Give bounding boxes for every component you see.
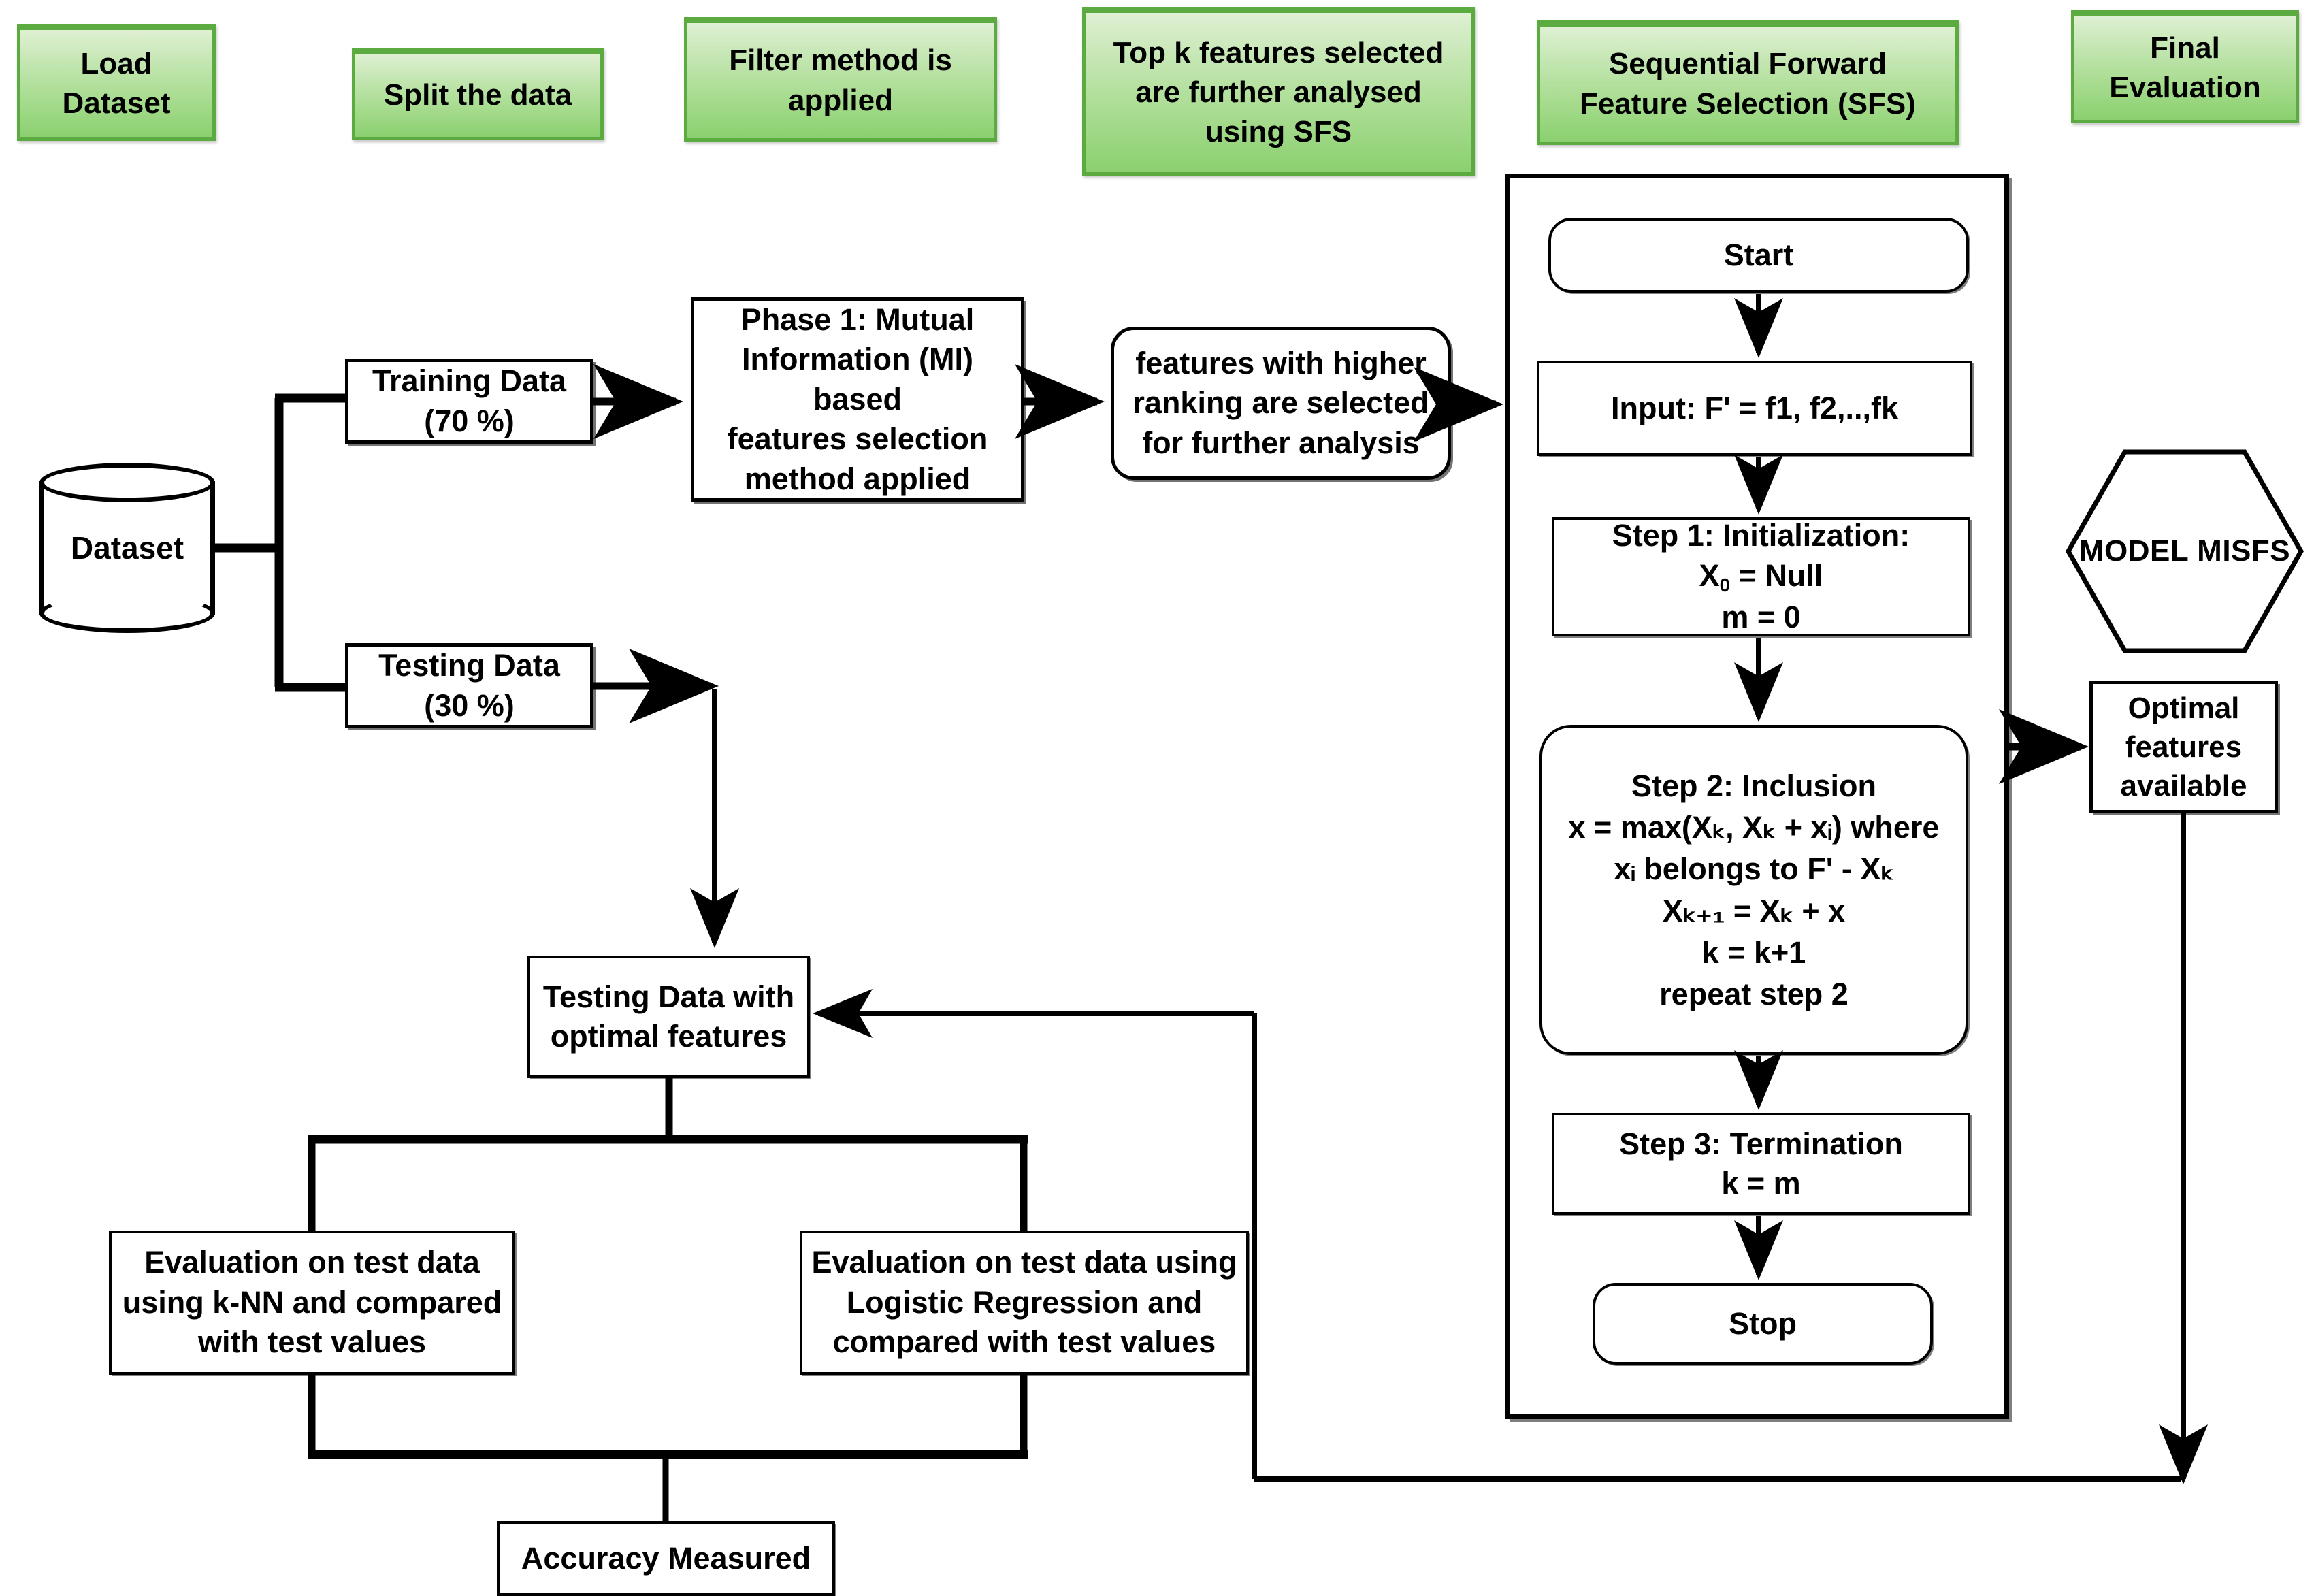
- sfs-step2-eq3: Xₖ₊₁ = Xₖ + x: [1662, 893, 1846, 928]
- sfs-step1-box: Step 1: Initialization: X0 = Null m = 0: [1552, 517, 1970, 636]
- model-misfs-hexagon: MODEL MISFS: [2066, 449, 2304, 653]
- sfs-step2-eq1: x = max(Xₖ, Xₖ + xᵢ) where: [1568, 810, 1940, 845]
- dataset-cylinder: Dataset: [39, 463, 215, 633]
- sfs-step2-box: Step 2: Inclusion x = max(Xₖ, Xₖ + xᵢ) w…: [1539, 725, 1968, 1055]
- sfs-input-label: Input: F' = f1, f2,..,fk: [1611, 390, 1898, 425]
- sfs-step2-eq4: k = k+1: [1701, 934, 1806, 970]
- testing-data-box: Testing Data(30 %): [345, 643, 593, 728]
- sfs-start-label: Start: [1723, 237, 1794, 272]
- cylinder-bottom-cap: [39, 593, 215, 633]
- training-data-label: Training Data(70 %): [372, 363, 567, 438]
- sfs-step1-line1: Step 1: Initialization:: [1612, 518, 1910, 553]
- sfs-step3-line1: Step 3: Termination: [1619, 1126, 1903, 1161]
- sfs-step1-line2: X0 = Null: [1699, 557, 1823, 596]
- sfs-step2-eq5: repeat step 2: [1659, 976, 1848, 1011]
- stage-chip-split-the-data: Split the data: [352, 48, 604, 140]
- accuracy-measured-label: Accuracy Measured: [521, 1540, 811, 1576]
- sfs-step1-line3: m = 0: [1721, 600, 1801, 635]
- cylinder-body: [39, 481, 215, 615]
- sfs-stop-label: Stop: [1729, 1305, 1797, 1341]
- accuracy-measured-box: Accuracy Measured: [497, 1521, 835, 1596]
- dataset-label: Dataset: [70, 530, 184, 566]
- sfs-stop-box: Stop: [1593, 1283, 1933, 1365]
- training-data-box: Training Data(70 %): [345, 359, 593, 444]
- sfs-input-box: Input: F' = f1, f2,..,fk: [1537, 361, 1972, 456]
- model-misfs-label: MODEL MISFS: [2079, 534, 2291, 568]
- sfs-step3-line2: k = m: [1721, 1166, 1801, 1201]
- cylinder-top-cap: [39, 463, 215, 502]
- sfs-start-box: Start: [1548, 218, 1969, 293]
- stage-chip-label: Split the data: [383, 78, 572, 112]
- sfs-step2-title: Step 2: Inclusion: [1631, 768, 1877, 803]
- testing-data-label: Testing Data(30 %): [378, 648, 560, 723]
- sfs-step3-box: Step 3: Termination k = m: [1552, 1113, 1970, 1215]
- sfs-step2-eq2: xᵢ belongs to F' - Xₖ: [1614, 851, 1894, 887]
